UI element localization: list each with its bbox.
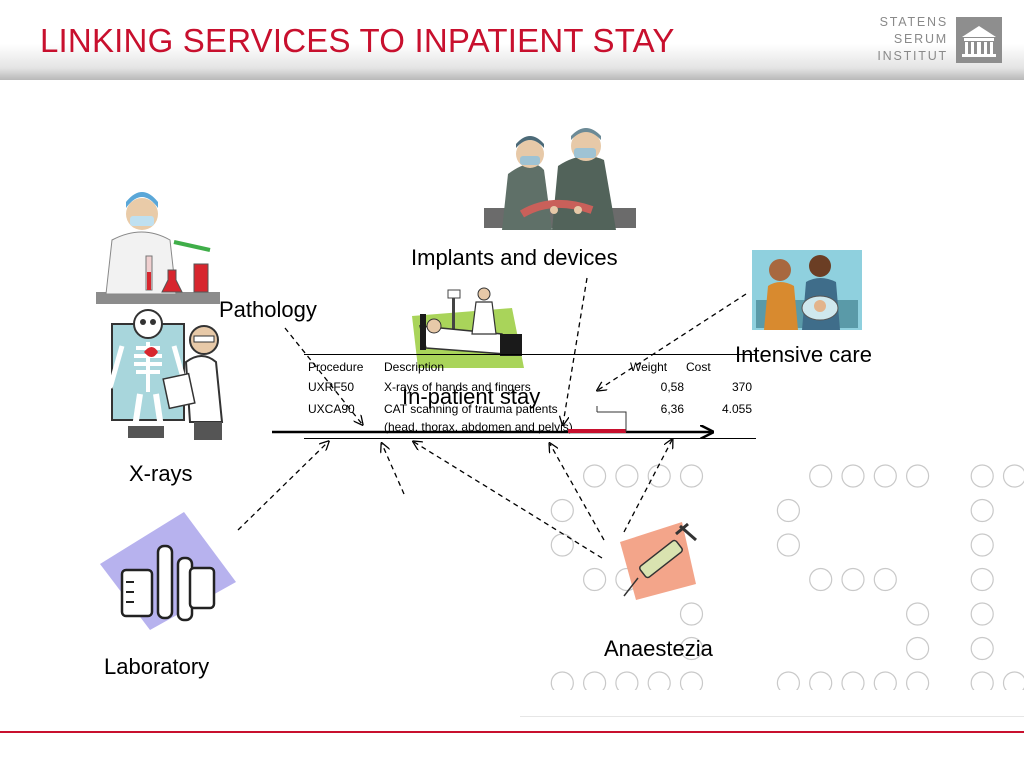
background-dot — [809, 464, 833, 488]
footer-shadow-line — [520, 716, 1024, 717]
background-dot — [615, 671, 639, 690]
table-row-1-weight: 0,58 — [660, 380, 684, 394]
background-dot — [841, 464, 865, 488]
background-dot — [582, 464, 607, 488]
arrow-pathology — [284, 327, 362, 424]
arrow-anaestezia-1 — [414, 442, 603, 559]
building-logo-icon — [956, 17, 1002, 63]
background-dot — [970, 464, 994, 488]
label-laboratory: Laboratory — [104, 654, 210, 679]
arrow-implants — [563, 277, 588, 424]
label-anaestezia: Anaestezia — [604, 636, 713, 661]
background-dot — [970, 671, 994, 690]
table-row-2-description: CAT scanning of trauma patients — [384, 402, 558, 416]
label-implants-and-devices: Implants and devices — [411, 245, 618, 270]
logo-text: STATENS SERUM INSTITUT — [862, 14, 948, 65]
logo-line-2: SERUM — [893, 32, 948, 46]
timeline-bracket — [596, 406, 627, 432]
label-xrays: X-rays — [129, 461, 193, 486]
background-dot — [679, 671, 704, 690]
table-row-1-cost: 370 — [731, 380, 752, 394]
arrow-laboratory — [237, 442, 328, 531]
table-row-2-procedure: UXCA90 — [308, 402, 355, 416]
table-row-2-cost: 4.055 — [721, 402, 752, 416]
label-pathology: Pathology — [219, 297, 317, 322]
table-row-1-procedure: UXRF50 — [308, 380, 355, 394]
background-dot — [1002, 464, 1024, 488]
lab-beakers-clipart — [100, 512, 236, 630]
background-dot — [841, 567, 865, 592]
background-dot — [615, 464, 639, 488]
table-row-2-weight: 6,36 — [660, 402, 684, 416]
dot-pattern-background — [550, 464, 1024, 690]
background-dot — [906, 602, 930, 626]
arrow-xrays — [382, 444, 405, 495]
xray-skeleton-clipart — [107, 309, 224, 440]
background-dot — [647, 671, 671, 690]
background-dot — [582, 567, 607, 592]
background-dot — [776, 533, 800, 557]
logo-line-1: STATENS — [879, 15, 948, 29]
background-dot — [873, 464, 897, 488]
table-header-procedure: Procedure — [308, 360, 364, 374]
background-dot — [550, 498, 574, 523]
logo-line-3: INSTITUT — [877, 49, 948, 63]
arrow-anaestezia-2 — [550, 444, 605, 541]
background-dot — [809, 671, 833, 690]
background-dot — [809, 567, 833, 592]
background-dot — [873, 671, 897, 690]
hospital-bed-clipart — [412, 287, 524, 368]
table-bottom-rule — [304, 438, 756, 439]
background-dot — [970, 602, 994, 626]
background-dot — [550, 671, 574, 690]
table-header-description: Description — [384, 360, 445, 374]
lab-technician-clipart — [96, 192, 220, 304]
label-intensive-care: Intensive care — [735, 342, 872, 367]
background-dot — [583, 671, 607, 690]
background-dot — [970, 567, 994, 592]
background-dot — [970, 498, 994, 523]
table-row-1-description: X-rays of hands and fingers — [384, 380, 531, 394]
surgeons-clipart — [484, 128, 636, 230]
background-dot — [906, 464, 930, 488]
table-header-cost: Cost — [686, 360, 711, 374]
syringe-clipart — [620, 522, 697, 600]
background-dot — [679, 464, 704, 488]
intensive-care-clipart — [752, 250, 862, 330]
table-row-2-description-cont: (head, thorax, abdomen and pelvis) — [384, 420, 573, 434]
background-dot — [679, 602, 704, 626]
footer-red-line — [0, 731, 1024, 733]
header-bar: LINKING SERVICES TO INPATIENT STAY STATE… — [0, 0, 1024, 80]
background-dot — [776, 498, 800, 523]
arrow-intensive-care — [598, 293, 747, 390]
background-dot — [970, 533, 994, 557]
background-dot — [841, 671, 865, 690]
background-dot — [970, 636, 994, 661]
arrow-anaestezia-3 — [623, 440, 672, 533]
background-dot — [679, 636, 704, 661]
background-dot — [776, 671, 800, 690]
label-inpatient-stay: In-patient stay — [402, 384, 541, 409]
background-dot — [906, 636, 930, 661]
background-dot — [873, 567, 897, 592]
background-dot — [906, 671, 930, 690]
background-dot — [1002, 671, 1024, 690]
table-top-rule — [304, 354, 756, 355]
page-title: LINKING SERVICES TO INPATIENT STAY — [40, 22, 675, 59]
timeline-highlight-segment — [568, 429, 626, 433]
